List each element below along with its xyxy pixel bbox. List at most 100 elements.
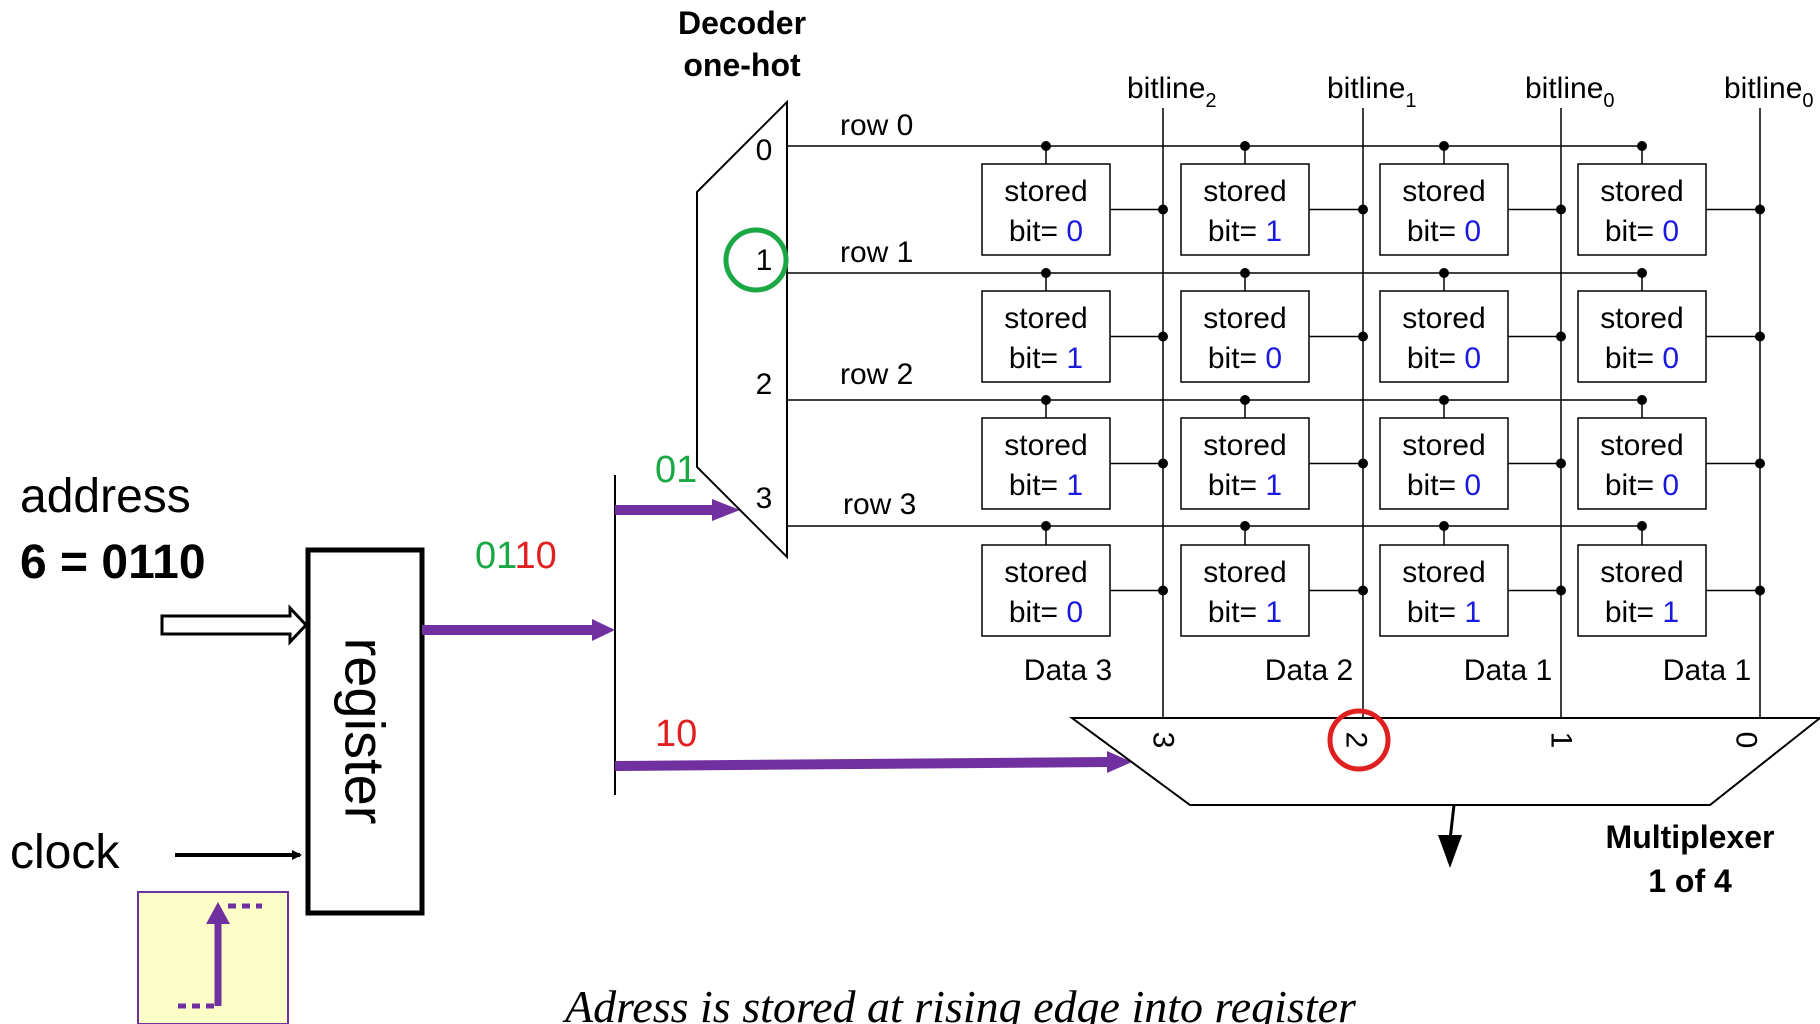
cell-bit-value: 0 bbox=[1662, 342, 1679, 375]
caption: Adress is stored at rising edge into reg… bbox=[562, 981, 1357, 1024]
cell-box bbox=[1577, 544, 1707, 637]
bus-bits-green: 01 bbox=[475, 535, 516, 577]
cell-bit-value: 0 bbox=[1265, 342, 1282, 375]
mux-select-bits: 10 bbox=[655, 713, 697, 755]
bitline-label-3: bitline0 bbox=[1724, 72, 1814, 112]
mux-title-line1: Multiplexer bbox=[1606, 819, 1775, 855]
clock-label: clock bbox=[10, 826, 120, 879]
mux-title-line2: 1 of 4 bbox=[1648, 863, 1732, 899]
cell-text-bit: bit= 1 bbox=[1009, 342, 1083, 375]
bitline-label-0: bitline2 bbox=[1127, 72, 1217, 112]
cell-box bbox=[1180, 417, 1310, 510]
cell-text-stored: stored bbox=[1402, 175, 1485, 208]
decoder-input-bits: 01 bbox=[655, 449, 697, 491]
row-label-1: row 1 bbox=[840, 236, 913, 269]
mux-select-bus bbox=[614, 757, 1111, 771]
decoder-title-line2: one-hot bbox=[683, 47, 801, 83]
mux-input-1: 1 bbox=[1545, 732, 1578, 749]
cell-text-bit: bit= 0 bbox=[1208, 342, 1282, 375]
cell-text-bit: bit= 0 bbox=[1407, 215, 1481, 248]
cell-text-bit: bit= 0 bbox=[1009, 215, 1083, 248]
cell-bit-value: 0 bbox=[1066, 215, 1083, 248]
address-value: 6 = 0110 bbox=[20, 536, 206, 589]
memory-cell: stored bit= 0 bbox=[1577, 395, 1765, 510]
cell-text-stored: stored bbox=[1600, 175, 1683, 208]
cell-bit-value: 1 bbox=[1464, 596, 1481, 629]
cell-box bbox=[1379, 544, 1509, 637]
data-label-1a: Data 1 bbox=[1464, 654, 1552, 687]
mux-output-line bbox=[1448, 804, 1456, 841]
cell-text-bit: bit= 0 bbox=[1407, 342, 1481, 375]
cell-bit-value: 1 bbox=[1662, 596, 1679, 629]
cell-text-bit: bit= 1 bbox=[1009, 469, 1083, 502]
cell-text-bit: bit= 0 bbox=[1605, 469, 1679, 502]
cell-box bbox=[981, 163, 1111, 256]
cell-box bbox=[1180, 290, 1310, 383]
cell-box bbox=[1180, 163, 1310, 256]
cell-bit-value: 1 bbox=[1265, 215, 1282, 248]
data-label-3: Data 3 bbox=[1024, 654, 1112, 687]
memory-cell: stored bit= 0 bbox=[981, 141, 1168, 256]
row-lines bbox=[787, 145, 1640, 527]
memory-cell: stored bit= 0 bbox=[981, 521, 1168, 637]
cell-box bbox=[981, 544, 1111, 637]
decoder-title-line1: Decoder bbox=[678, 5, 806, 41]
cell-text-bit: bit= 1 bbox=[1208, 596, 1282, 629]
memory-cell: stored bit= 1 bbox=[1180, 395, 1368, 510]
register-label: register bbox=[334, 638, 397, 825]
cell-text-stored: stored bbox=[1600, 302, 1683, 335]
bitline-label-1: bitline1 bbox=[1327, 72, 1417, 112]
row-label-2: row 2 bbox=[840, 358, 913, 391]
memory-cell: stored bit= 1 bbox=[981, 268, 1168, 383]
cell-text-stored: stored bbox=[1004, 302, 1087, 335]
decoder-output-1: 1 bbox=[756, 244, 773, 277]
data-label-1b: Data 1 bbox=[1663, 654, 1751, 687]
memory-cell: stored bit= 1 bbox=[1577, 521, 1765, 637]
cell-box bbox=[981, 290, 1111, 383]
memory-cell-grid: stored bit= 0 stored bit= 1 stored bit= 0 stor… bbox=[981, 141, 1765, 637]
cell-text-stored: stored bbox=[1600, 429, 1683, 462]
cell-text-stored: stored bbox=[1203, 429, 1286, 462]
cell-box bbox=[1379, 290, 1509, 383]
cell-bit-value: 0 bbox=[1464, 469, 1481, 502]
memory-cell: stored bit= 0 bbox=[1379, 141, 1566, 256]
cell-text-stored: stored bbox=[1402, 429, 1485, 462]
cell-text-stored: stored bbox=[1203, 556, 1286, 589]
mux-output-arrowhead bbox=[1438, 835, 1462, 868]
bus-arrowhead bbox=[592, 619, 615, 641]
cell-text-bit: bit= 0 bbox=[1009, 596, 1083, 629]
cell-text-bit: bit= 0 bbox=[1407, 469, 1481, 502]
cell-bit-value: 0 bbox=[1662, 215, 1679, 248]
decoder-selected-ring bbox=[723, 227, 789, 293]
decoder-output-0: 0 bbox=[756, 134, 773, 167]
address-input-arrow bbox=[160, 604, 309, 646]
cell-text-bit: bit= 1 bbox=[1208, 469, 1282, 502]
cell-bit-value: 1 bbox=[1066, 342, 1083, 375]
cell-text-stored: stored bbox=[1203, 175, 1286, 208]
mux-shape bbox=[1068, 717, 1820, 806]
decoder-bus-arrowhead bbox=[712, 499, 740, 521]
cell-box bbox=[1577, 417, 1707, 510]
cell-bit-value: 1 bbox=[1066, 469, 1083, 502]
cell-text-stored: stored bbox=[1600, 556, 1683, 589]
decoder-shape bbox=[696, 99, 788, 560]
cell-text-bit: bit= 1 bbox=[1407, 596, 1481, 629]
cell-bit-value: 1 bbox=[1265, 596, 1282, 629]
cell-bit-value: 1 bbox=[1265, 469, 1282, 502]
cell-text-stored: stored bbox=[1004, 429, 1087, 462]
cell-box bbox=[1379, 163, 1509, 256]
cell-text-stored: stored bbox=[1004, 556, 1087, 589]
cell-text-stored: stored bbox=[1402, 302, 1485, 335]
rising-edge-icon bbox=[178, 902, 262, 1009]
mux-input-3: 3 bbox=[1147, 732, 1180, 749]
cell-text-bit: bit= 1 bbox=[1605, 596, 1679, 629]
mux-bus-arrowhead bbox=[1107, 751, 1132, 773]
mux-selected-ring bbox=[1327, 708, 1391, 772]
cell-text-stored: stored bbox=[1004, 175, 1087, 208]
cell-text-bit: bit= 0 bbox=[1605, 215, 1679, 248]
cell-text-stored: stored bbox=[1203, 302, 1286, 335]
cell-box bbox=[1180, 544, 1310, 637]
